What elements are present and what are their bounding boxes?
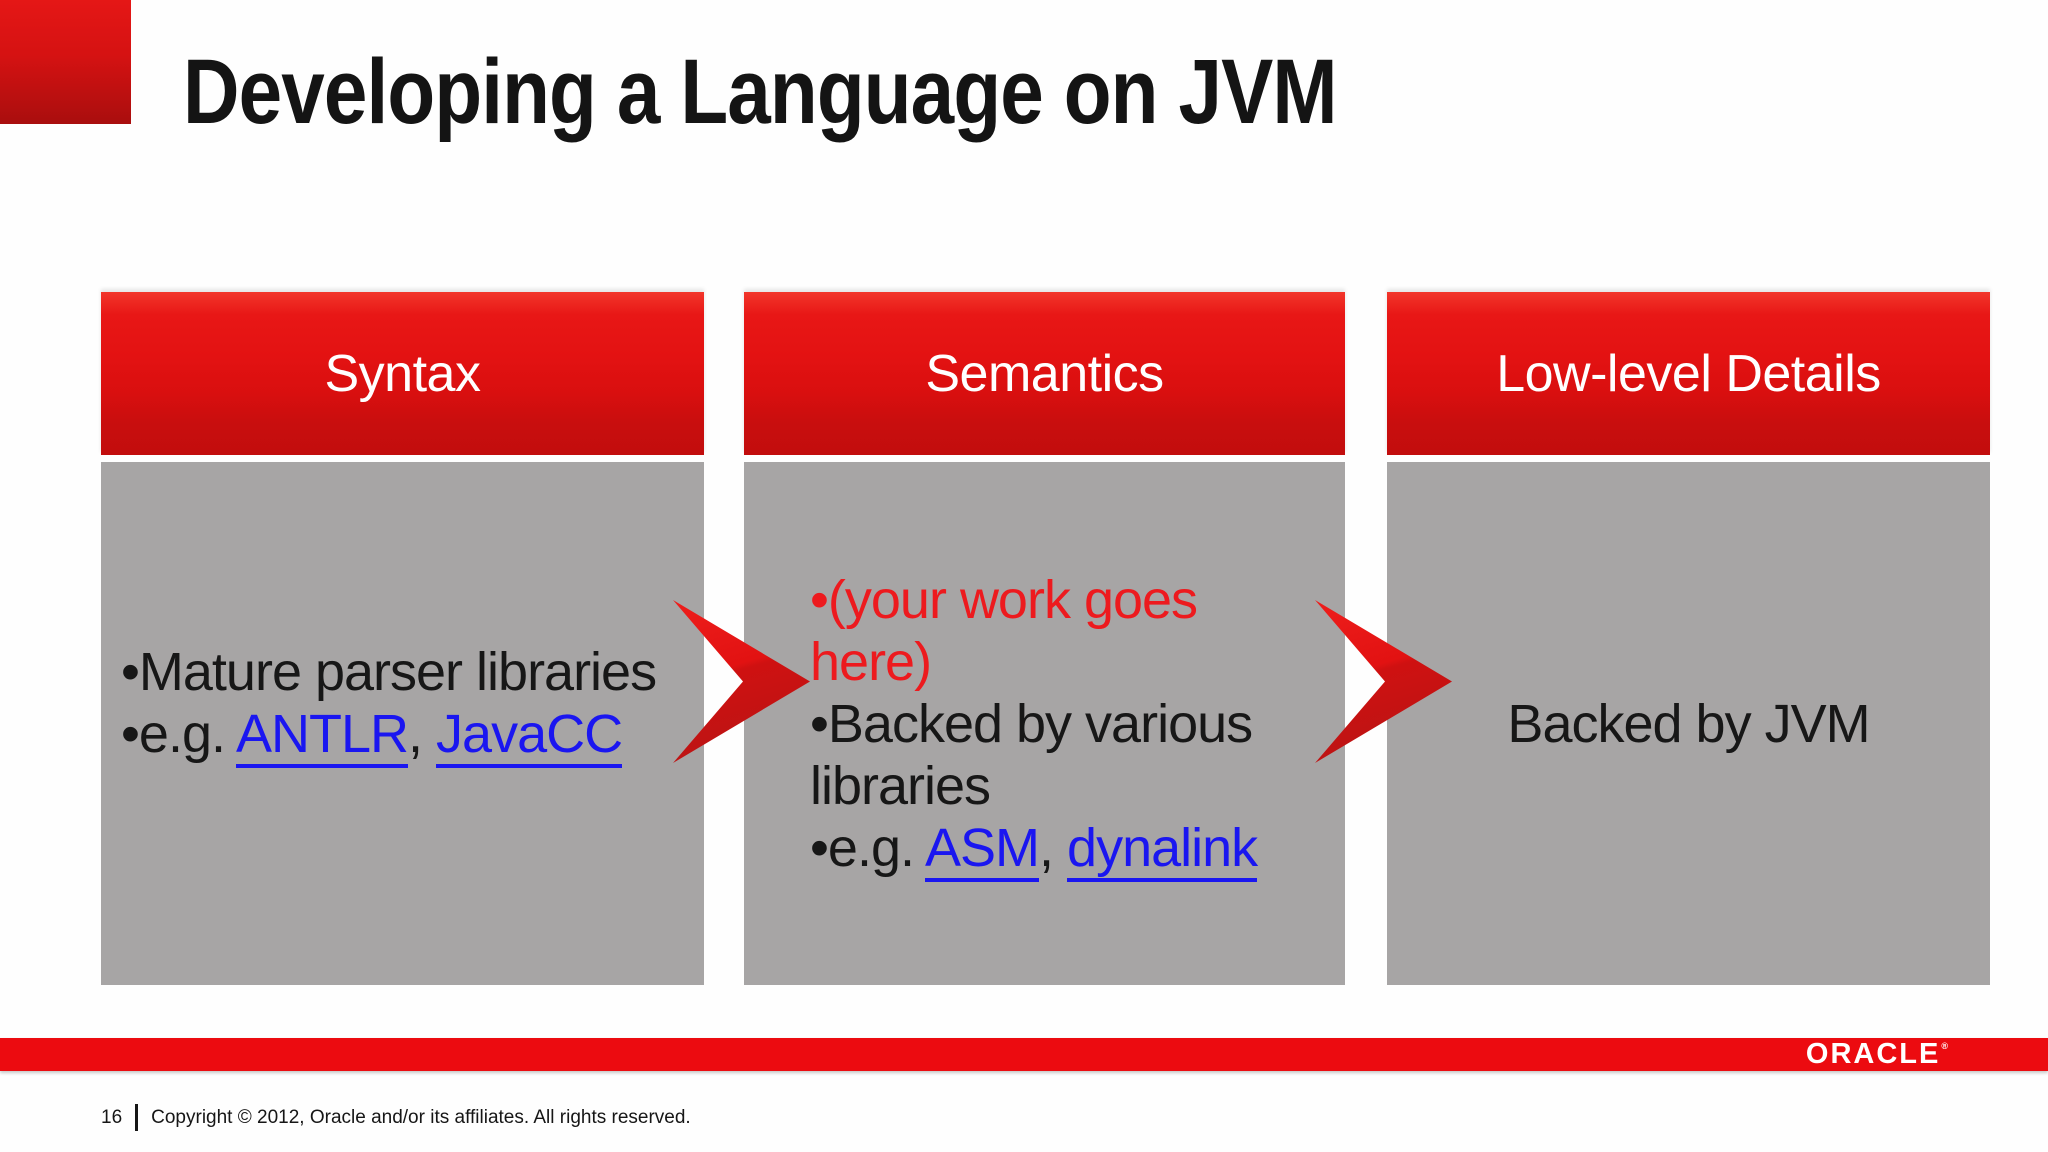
link-dynalink[interactable]: dynalink [1067,817,1258,882]
column-semantics: Semantics •(your work goes here) •Backed… [744,292,1345,985]
chevron-right-icon [673,600,810,763]
oracle-logo-text: ORACLE [1805,1038,1941,1070]
bullet-eg-antlr-javacc: •e.g. ANTLR, JavaCC [121,703,694,768]
column-header-semantics: Semantics [744,292,1345,455]
bullet-eg-prefix: •e.g. [810,817,925,878]
column-header-lowlevel-details: Low-level Details [1387,292,1990,455]
footer: 16 Copyright © 2012, Oracle and/or its a… [101,1104,691,1131]
column-header-semantics-label: Semantics [925,344,1164,403]
link-asm[interactable]: ASM [925,817,1040,882]
brand-bar: ORACLE® [0,1038,2048,1071]
text-backed-by-jvm: Backed by JVM [1507,693,1870,754]
bullet-mature-parser-libraries: •Mature parser libraries [121,641,657,702]
footer-separator [135,1104,139,1131]
link-antlr[interactable]: ANTLR [236,703,409,768]
page-number: 16 [101,1106,123,1128]
bullet-eg-asm-dynalink: •e.g. ASM, dynalink [810,817,1327,882]
registered-mark: ® [1941,1041,1950,1051]
link-javacc[interactable]: JavaCC [436,703,623,768]
bullet-your-work-goes-here: •(your work goes here) [810,569,1198,692]
column-body-syntax: •Mature parser libraries •e.g. ANTLR, Ja… [101,462,704,985]
column-body-semantics: •(your work goes here) •Backed by variou… [744,462,1345,985]
link-separator: , [408,703,437,764]
corner-accent-square [0,0,131,124]
column-header-lowlevel-details-label: Low-level Details [1496,344,1881,403]
column-body-lowlevel-details: Backed by JVM [1387,462,1990,985]
column-header-syntax-label: Syntax [324,344,481,403]
link-separator: , [1039,817,1068,878]
oracle-logo: ORACLE® [1806,1038,1950,1071]
bullet-eg-prefix: •e.g. [121,703,236,764]
bullet-backed-by-various-libraries: •Backed by various libraries [810,693,1253,816]
column-lowlevel-details: Low-level Details Backed by JVM [1387,292,1990,985]
column-header-syntax: Syntax [101,292,704,455]
copyright-text: Copyright © 2012, Oracle and/or its affi… [151,1106,691,1128]
chevron-right-icon [1315,600,1452,763]
page-title: Developing a Language on JVM [183,41,1338,143]
column-syntax: Syntax •Mature parser libraries •e.g. AN… [101,292,704,985]
